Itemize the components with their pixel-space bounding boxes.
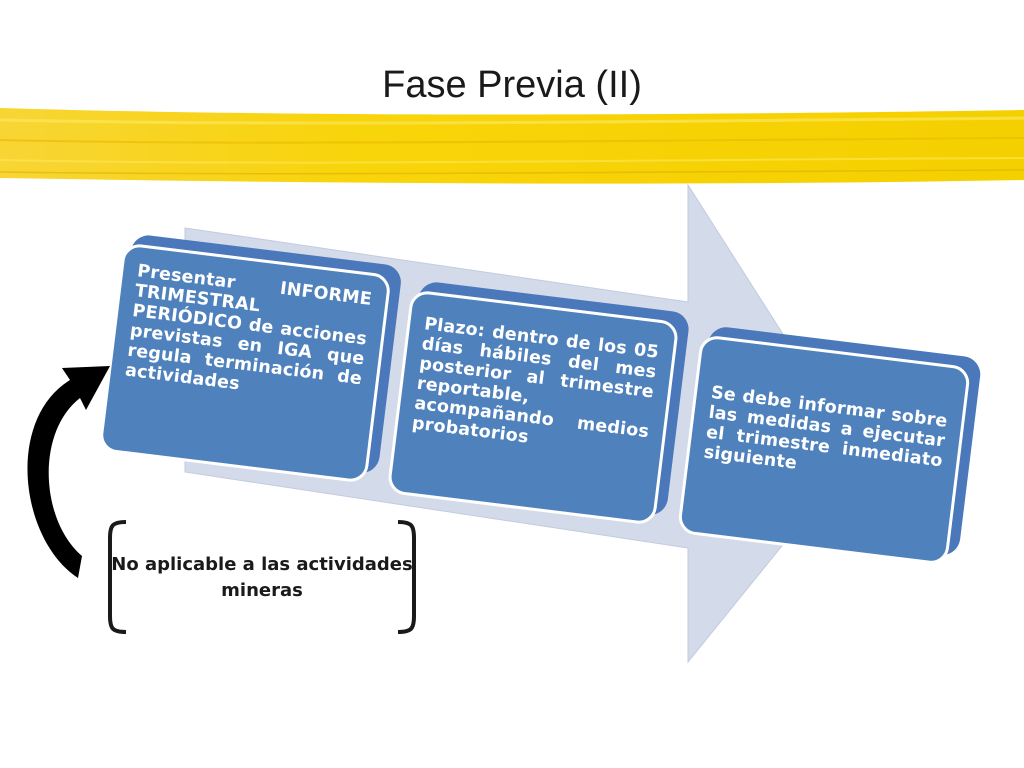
bracket-icon <box>108 520 416 634</box>
brush-stroke-decoration <box>0 108 1024 184</box>
note-text: No aplicable a las actividades mineras <box>111 554 413 601</box>
page-title: Fase Previa (II) <box>382 64 642 106</box>
note-callout: No aplicable a las actividades mineras <box>104 518 420 636</box>
